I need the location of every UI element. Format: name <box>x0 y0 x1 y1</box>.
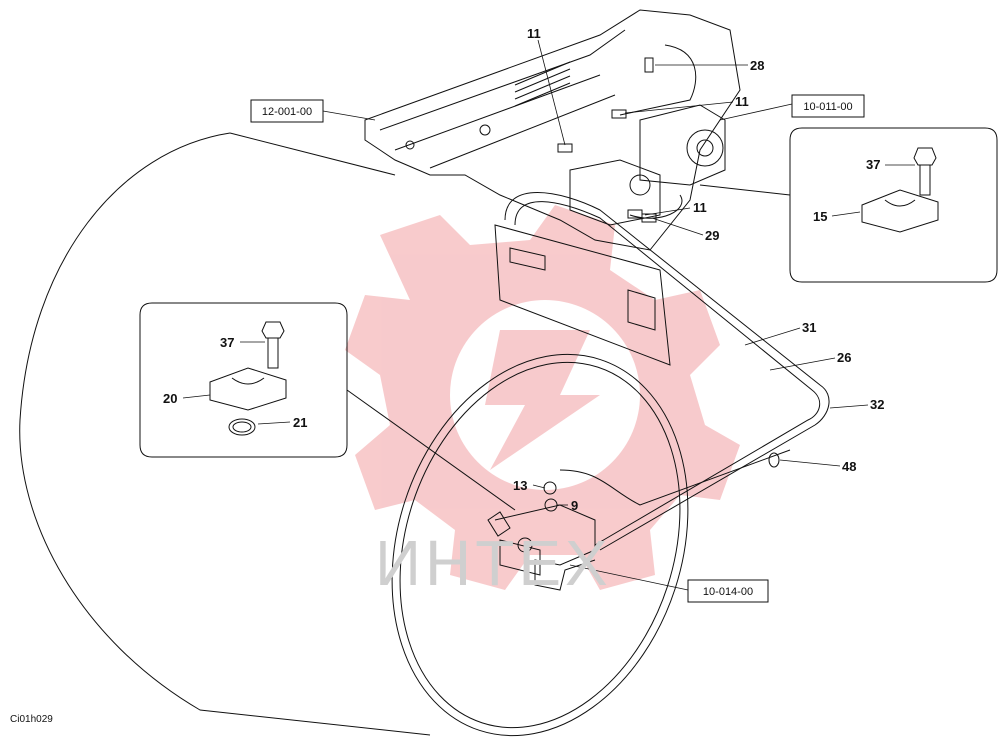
detail-box-right <box>699 127 998 283</box>
hose-clamp-48 <box>768 452 780 468</box>
hose-31 <box>504 192 830 551</box>
ref-label-10-011: 10-011-00 <box>803 101 852 113</box>
leader-29 <box>651 217 704 236</box>
leader-lines <box>182 39 915 591</box>
callout-48: 48 <box>842 459 856 474</box>
callout-29: 29 <box>705 228 719 243</box>
callout-28: 28 <box>750 58 764 73</box>
leader-ref-12 <box>322 110 376 121</box>
callout-37-right: 37 <box>866 157 880 172</box>
leader-11b <box>624 101 734 114</box>
lower-block-body <box>494 504 596 591</box>
fitting-28 <box>644 57 654 73</box>
o-ring-21-inner <box>232 421 252 433</box>
leader-32 <box>829 404 869 409</box>
frame-top-ridge <box>379 29 626 169</box>
drawing-code: Ci01h029 <box>10 714 53 725</box>
clamp-half-20 <box>209 367 287 411</box>
ref-label-12: 12-001-00 <box>262 106 312 118</box>
frame-hole <box>405 140 415 150</box>
drum-assembly <box>19 132 689 737</box>
callout-26: 26 <box>837 350 851 365</box>
o-ring-21 <box>228 418 256 436</box>
frame-leg-slot <box>509 247 656 331</box>
bolt-37-left <box>261 321 285 369</box>
callout-13: 13 <box>513 478 527 493</box>
callout-15: 15 <box>813 209 827 224</box>
frame-leg <box>494 224 671 366</box>
leader-ref-10-014 <box>569 564 689 591</box>
drum-body-outline <box>19 132 431 736</box>
leader-20 <box>182 394 211 399</box>
ref-box-10-011 <box>791 94 865 118</box>
leader-13 <box>532 484 546 489</box>
leader-11c <box>644 207 691 216</box>
callout-11b: 11 <box>735 94 749 109</box>
bolt-37-right <box>913 147 937 196</box>
leader-11a <box>537 39 566 146</box>
lower-valve-block <box>487 481 596 591</box>
motor-shaft <box>696 139 714 157</box>
callout-21: 21 <box>293 415 307 430</box>
detail-box-left-frame <box>139 302 348 458</box>
leader-box-right <box>699 184 791 196</box>
ref-label-10-014: 10-014-00 <box>703 586 753 598</box>
leader-48 <box>779 459 841 467</box>
fitting-11b <box>611 109 627 119</box>
leader-26 <box>769 357 836 371</box>
fitting-11a <box>557 143 573 153</box>
drum-rim-inner <box>399 361 681 729</box>
watermark-text: ИНТЕХ <box>375 527 612 599</box>
lower-block-base <box>499 539 541 576</box>
callout-31: 31 <box>802 320 816 335</box>
ref-box-10-014 <box>687 579 769 603</box>
ref-box-12 <box>250 99 324 123</box>
leader-31 <box>744 327 801 346</box>
callout-32: 32 <box>870 397 884 412</box>
clamp-half-15 <box>861 189 939 233</box>
detail-box-right-frame <box>789 127 998 283</box>
motor-flange <box>686 129 724 167</box>
valve-port <box>629 174 651 196</box>
leader-box-left <box>346 389 516 511</box>
callout-20: 20 <box>163 391 177 406</box>
callout-9: 9 <box>571 498 578 513</box>
hose-26 <box>514 201 821 546</box>
frame-hole <box>479 124 491 136</box>
watermark-gear-logo <box>345 205 740 590</box>
leader-ref-10-011 <box>719 103 793 121</box>
callout-11c: 11 <box>693 200 707 215</box>
leader-21 <box>257 421 291 425</box>
hose-32 <box>559 449 791 506</box>
hose-29 <box>629 194 683 219</box>
detail-box-left <box>139 302 516 511</box>
watermark-gear-bolt <box>485 330 600 470</box>
valve-block <box>569 159 661 226</box>
callout-37-left: 37 <box>220 335 234 350</box>
frame-vent-slots <box>514 61 571 107</box>
drum-rim-outer <box>391 353 689 737</box>
hose-28 <box>619 44 697 116</box>
lower-block-shaft <box>487 511 511 537</box>
callout-11a: 11 <box>527 26 541 41</box>
lower-block-port <box>517 537 533 553</box>
drum-top-edge <box>229 132 396 176</box>
leader-15 <box>831 211 861 217</box>
